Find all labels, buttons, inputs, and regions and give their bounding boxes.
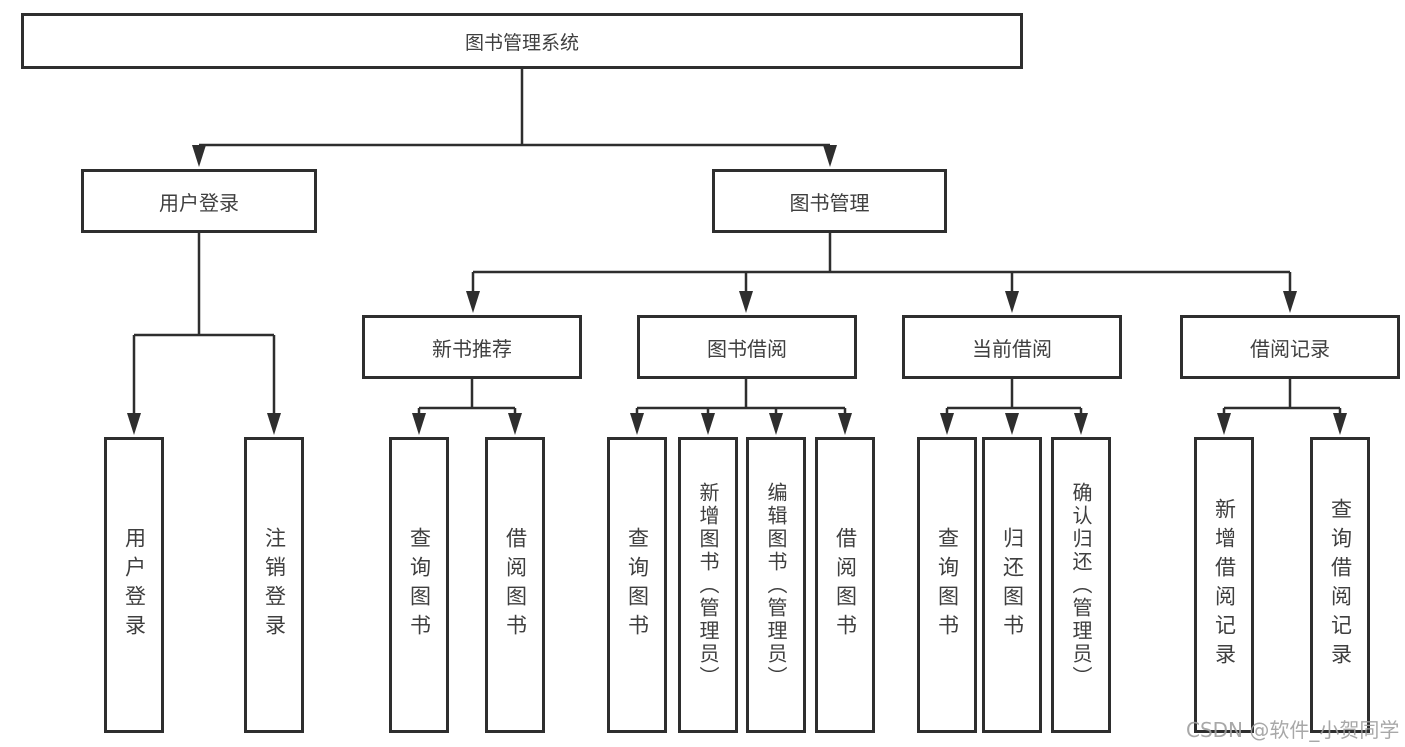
leaf-borrow-books-recommend: 借阅图书 (485, 437, 545, 733)
node-label: 借阅图书 (503, 527, 528, 643)
leaf-borrow-books: 借阅图书 (815, 437, 875, 733)
node-label: 确认归还（管理员） (1069, 481, 1093, 689)
node-label: 借阅记录 (1250, 336, 1330, 361)
node-label: 借阅图书 (833, 527, 858, 643)
node-library-management-system: 图书管理系统 (21, 13, 1023, 69)
node-new-book-recommendation: 新书推荐 (362, 315, 582, 379)
leaf-query-borrow-record: 查询借阅记录 (1310, 437, 1370, 733)
leaf-user-login: 用户登录 (104, 437, 164, 733)
node-label: 图书管理 (789, 190, 870, 215)
leaf-query-books-recommend: 查询图书 (389, 437, 449, 733)
csdn-watermark: CSDN @软件_小贺同学 (1186, 718, 1400, 742)
leaf-logout: 注销登录 (244, 437, 304, 733)
node-book-borrowing: 图书借阅 (637, 315, 857, 379)
node-label: 用户登录 (122, 527, 147, 643)
node-label: 新增图书（管理员） (696, 481, 720, 689)
node-label: 归还图书 (1000, 527, 1025, 643)
node-label: 查询图书 (625, 527, 650, 643)
leaf-query-books-borrowing: 查询图书 (607, 437, 667, 733)
node-label: 新增借阅记录 (1212, 498, 1237, 672)
node-user-login-branch: 用户登录 (81, 169, 317, 233)
leaf-add-borrow-record: 新增借阅记录 (1194, 437, 1254, 733)
leaf-add-book-admin: 新增图书（管理员） (678, 437, 738, 733)
node-label: 查询图书 (935, 527, 960, 643)
node-label: 新书推荐 (432, 336, 512, 361)
node-book-management-branch: 图书管理 (712, 169, 947, 233)
node-label: 注销登录 (262, 527, 287, 643)
node-label: 当前借阅 (972, 336, 1052, 361)
leaf-confirm-return-admin: 确认归还（管理员） (1051, 437, 1111, 733)
node-label: 查询图书 (407, 527, 432, 643)
node-label: 编辑图书（管理员） (764, 481, 788, 689)
node-label: 查询借阅记录 (1328, 498, 1353, 672)
leaf-return-books: 归还图书 (982, 437, 1042, 733)
node-current-borrowing: 当前借阅 (902, 315, 1122, 379)
leaf-edit-book-admin: 编辑图书（管理员） (746, 437, 806, 733)
node-label: 图书管理系统 (464, 31, 579, 54)
node-label: 图书借阅 (707, 336, 787, 361)
node-borrowing-records: 借阅记录 (1180, 315, 1400, 379)
node-label: 用户登录 (159, 190, 239, 215)
leaf-query-books-current: 查询图书 (917, 437, 977, 733)
